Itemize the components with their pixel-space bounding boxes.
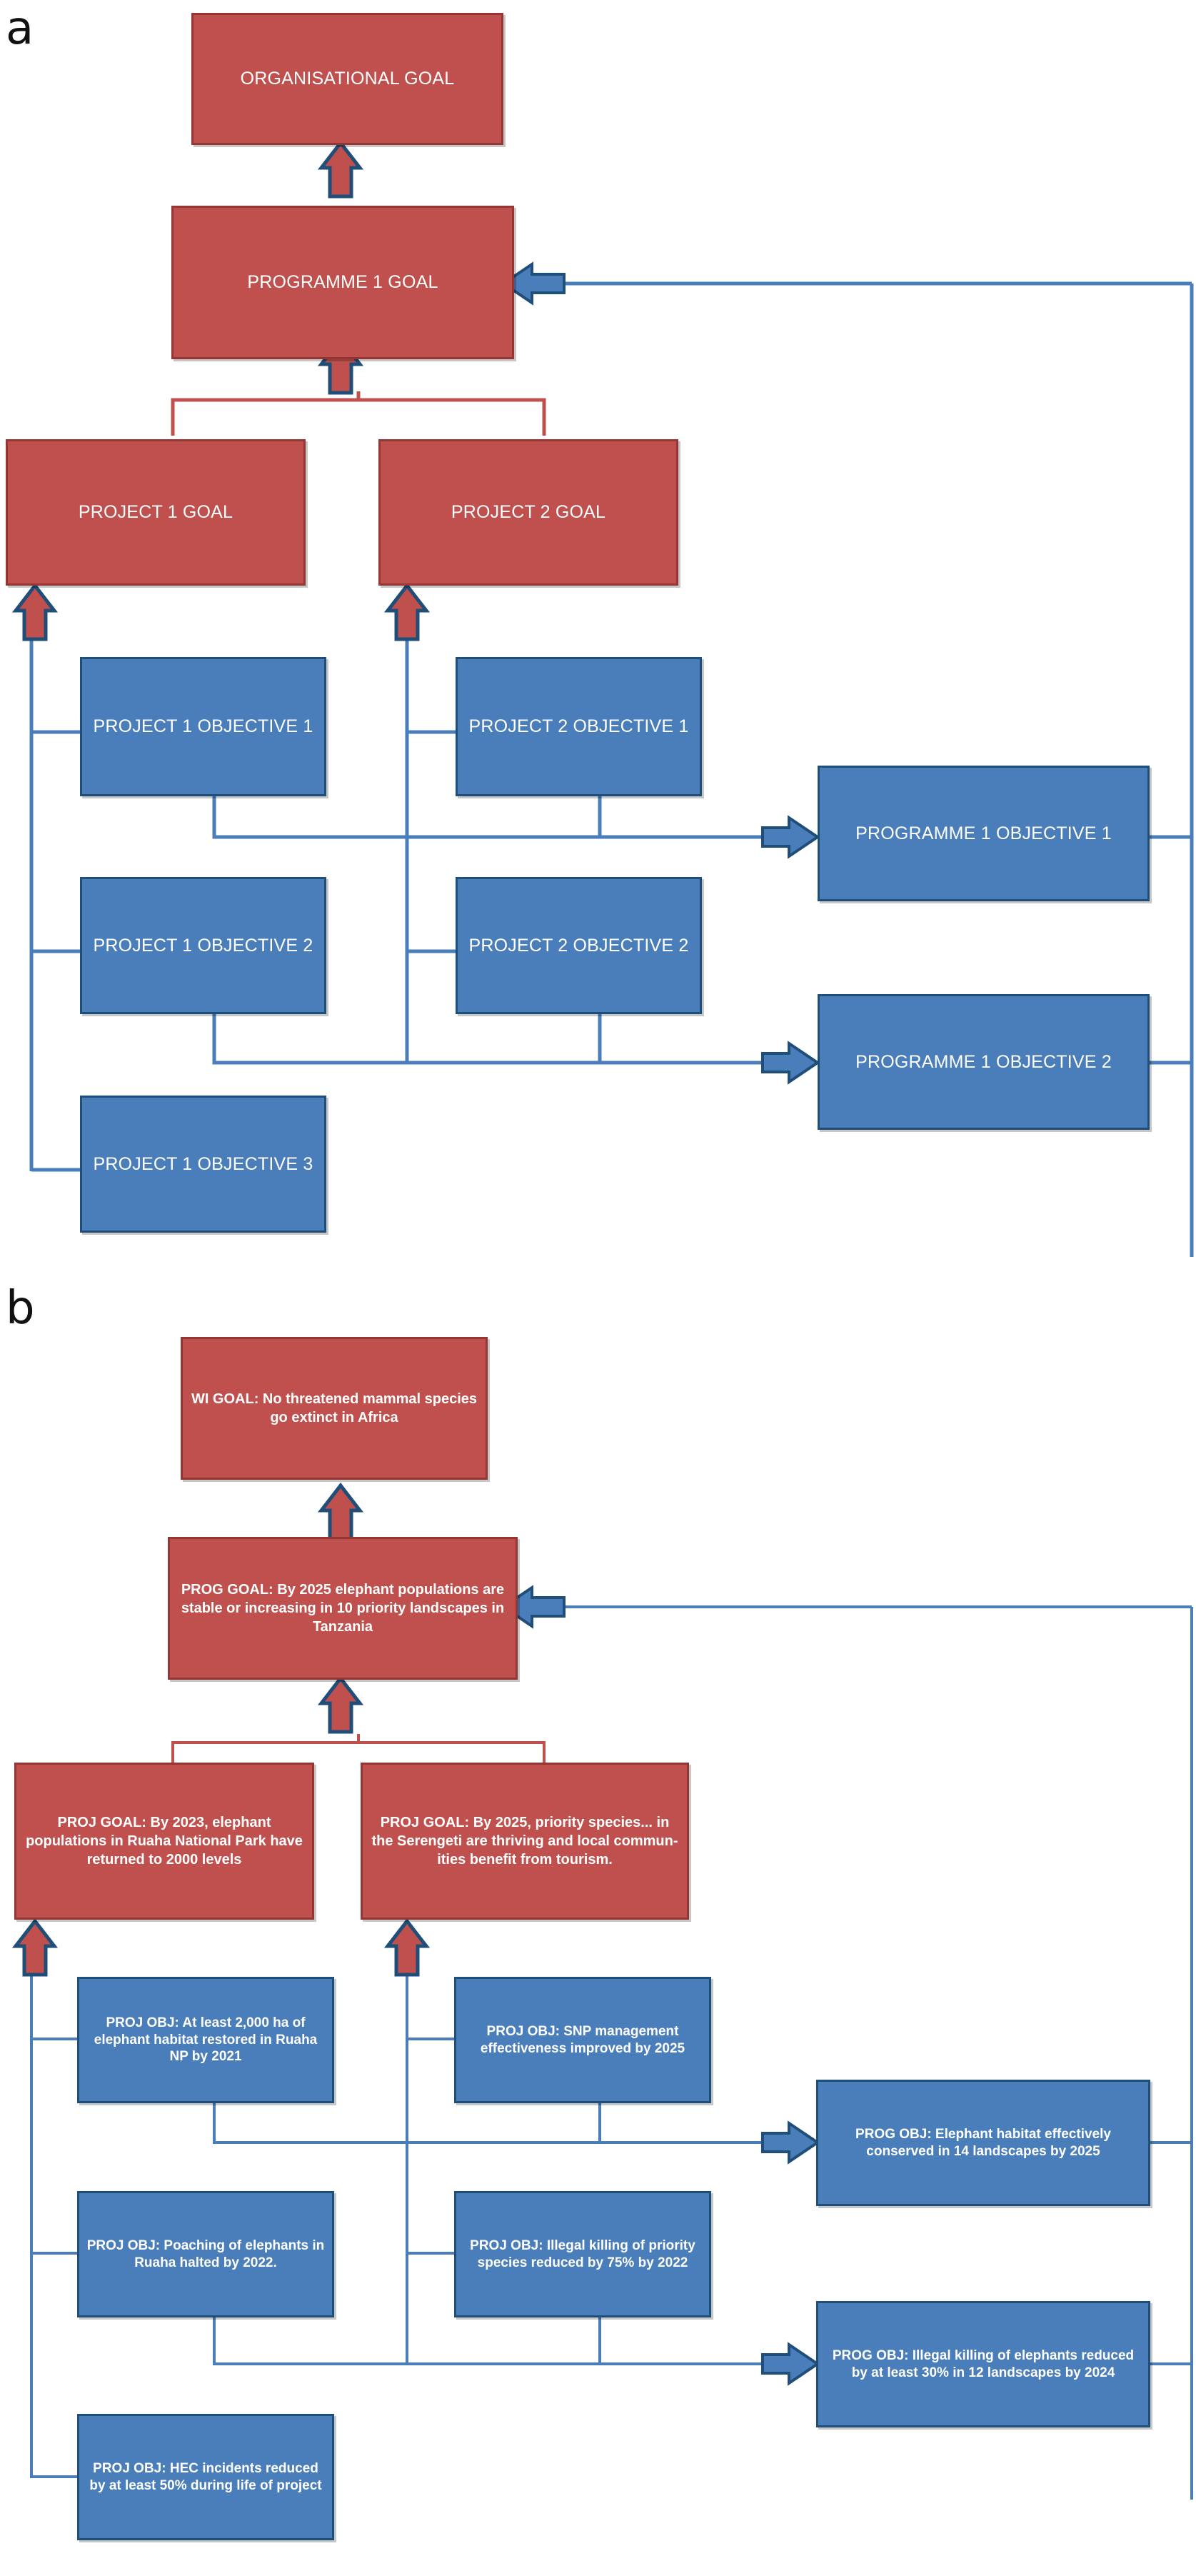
node-proj-2-goal[interactable]: PROJ GOAL: By 2025, priority species... … <box>361 1763 689 1920</box>
panel-a-letter: a <box>6 2 34 55</box>
node-programme-objective-1[interactable]: PROGRAMME 1 OBJECTIVE 1 <box>818 766 1150 901</box>
node-proj-2-objective-1[interactable]: PROJ OBJ: SNP management effectiveness i… <box>454 1977 711 2103</box>
node-project-1-objective-2[interactable]: PROJECT 1 OBJECTIVE 2 <box>80 877 326 1014</box>
node-prog-goal[interactable]: PROG GOAL: By 2025 elephant populations … <box>168 1537 518 1680</box>
node-proj-1-objective-2[interactable]: PROJ OBJ: Poaching of elephants in Ruaha… <box>77 2191 334 2317</box>
node-prog-objective-1[interactable]: PROG OBJ: Elephant habitat effectively c… <box>816 2080 1150 2206</box>
node-proj-1-objective-3[interactable]: PROJ OBJ: HEC incidents reduced by at le… <box>77 2414 334 2540</box>
node-project-2-objective-1[interactable]: PROJECT 2 OBJECTIVE 1 <box>456 657 702 796</box>
node-project-2-objective-2[interactable]: PROJECT 2 OBJECTIVE 2 <box>456 877 702 1014</box>
arrow-up <box>317 139 364 199</box>
node-project-1-objective-3[interactable]: PROJECT 1 OBJECTIVE 3 <box>80 1096 326 1233</box>
node-organisational-goal[interactable]: ORGANISATIONAL GOAL <box>191 13 503 145</box>
node-programme-objective-2[interactable]: PROGRAMME 1 OBJECTIVE 2 <box>818 994 1150 1130</box>
panel-b-letter: b <box>6 1282 35 1335</box>
node-programme-goal[interactable]: PROGRAMME 1 GOAL <box>171 206 514 359</box>
node-proj-1-goal[interactable]: PROJ GOAL: By 2023, elephant populations… <box>14 1763 314 1920</box>
node-wi-goal[interactable]: WI GOAL: No threatened mammal species go… <box>181 1337 488 1480</box>
node-project-1-objective-1[interactable]: PROJECT 1 OBJECTIVE 1 <box>80 657 326 796</box>
node-proj-2-objective-2[interactable]: PROJ OBJ: Illegal killing of priority sp… <box>454 2191 711 2317</box>
node-project-1-goal[interactable]: PROJECT 1 GOAL <box>6 439 306 586</box>
node-prog-objective-2[interactable]: PROG OBJ: Illegal killing of elephants r… <box>816 2301 1150 2427</box>
node-project-2-goal[interactable]: PROJECT 2 GOAL <box>378 439 678 586</box>
node-proj-1-objective-1[interactable]: PROJ OBJ: At least 2,000 ha of elephant … <box>77 1977 334 2103</box>
